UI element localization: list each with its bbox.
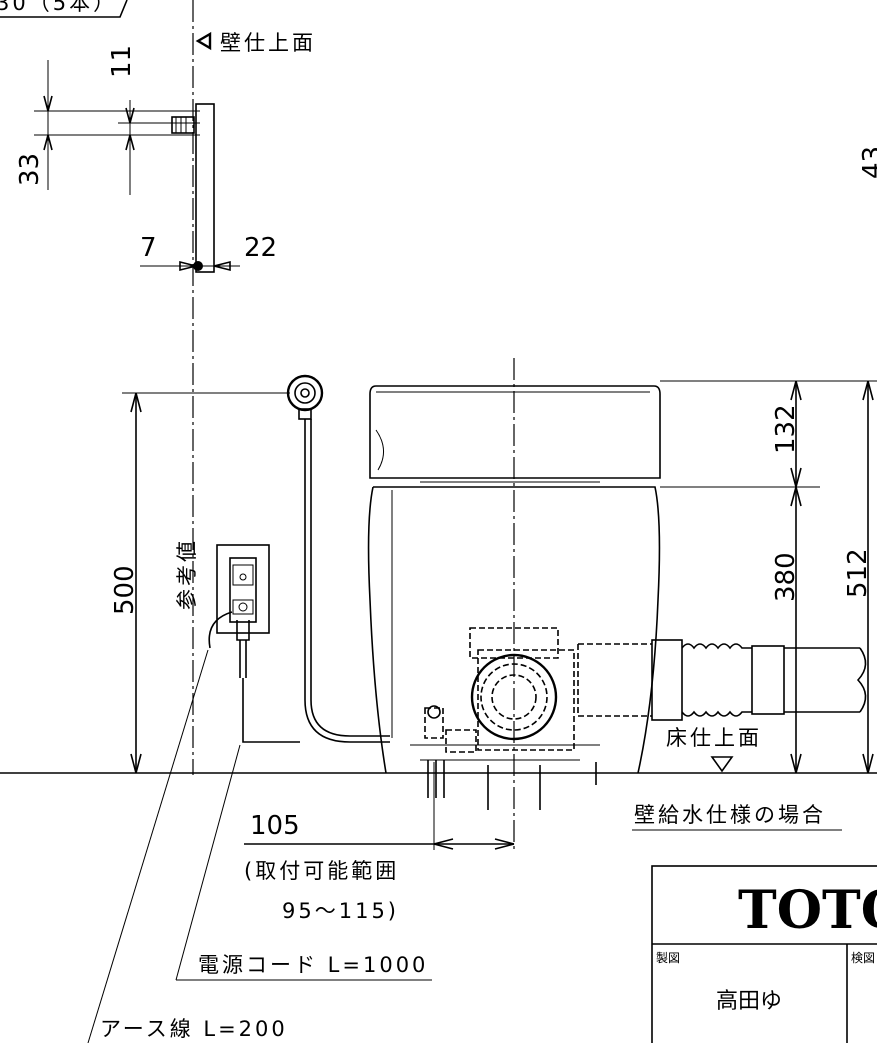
earth-wire-label: アース線 L=200	[100, 1017, 288, 1041]
right-dimensions: 132 380 512	[660, 380, 877, 774]
dim-105-group: 105 (取付可能範囲 95～115)	[244, 762, 515, 923]
svg-text:11: 11	[107, 45, 137, 78]
leader-lines	[87, 649, 432, 1043]
electric-outlet	[208, 544, 300, 743]
svg-text:7: 7	[140, 233, 157, 263]
svg-text:高田ゆ: 高田ゆ	[716, 989, 782, 1014]
svg-text:(取付可能範囲: (取付可能範囲	[244, 859, 399, 883]
svg-text:500: 500	[110, 565, 140, 615]
svg-text:22: 22	[244, 233, 277, 263]
svg-text:製図: 製図	[656, 951, 680, 965]
svg-text:105: 105	[250, 811, 300, 841]
svg-text:380: 380	[771, 552, 801, 602]
wall-supply-label: 壁給水仕様の場合	[632, 803, 842, 831]
drain-assembly	[410, 627, 652, 761]
dim-500-group: 500 参考値	[110, 392, 290, 774]
toilet-body	[367, 486, 661, 774]
svg-text:参考値: 参考値	[175, 538, 199, 610]
power-cord-label: 電源コード L=1000	[198, 953, 428, 977]
svg-text:132: 132	[771, 404, 801, 454]
brand-logo-text: TOTO	[738, 880, 877, 941]
svg-text:床仕上面: 床仕上面	[666, 726, 762, 750]
svg-text:512: 512	[843, 548, 873, 598]
svg-text:壁仕上面: 壁仕上面	[220, 31, 316, 55]
svg-text:壁給水仕様の場合: 壁給水仕様の場合	[634, 803, 826, 827]
toilet-tank	[369, 385, 661, 483]
dim-43: 43	[858, 146, 877, 179]
svg-text:検図: 検図	[851, 951, 875, 965]
svg-text:30（5本）: 30（5本）	[0, 0, 117, 15]
wall-finish-marker: 壁仕上面	[195, 31, 316, 55]
floor-finish-marker: 床仕上面	[666, 726, 762, 773]
svg-text:95～115): 95～115)	[282, 899, 399, 923]
top-left-label: 30（5本）	[0, 0, 128, 18]
title-block: TOTO 製図 検図 高田ゆ	[651, 865, 877, 1043]
flexible-hose	[651, 639, 867, 721]
anchor-bolts	[427, 760, 597, 810]
water-inlet	[286, 374, 390, 743]
wall-plate-detail: 11 33 7 22	[15, 45, 277, 273]
svg-text:33: 33	[15, 153, 45, 186]
